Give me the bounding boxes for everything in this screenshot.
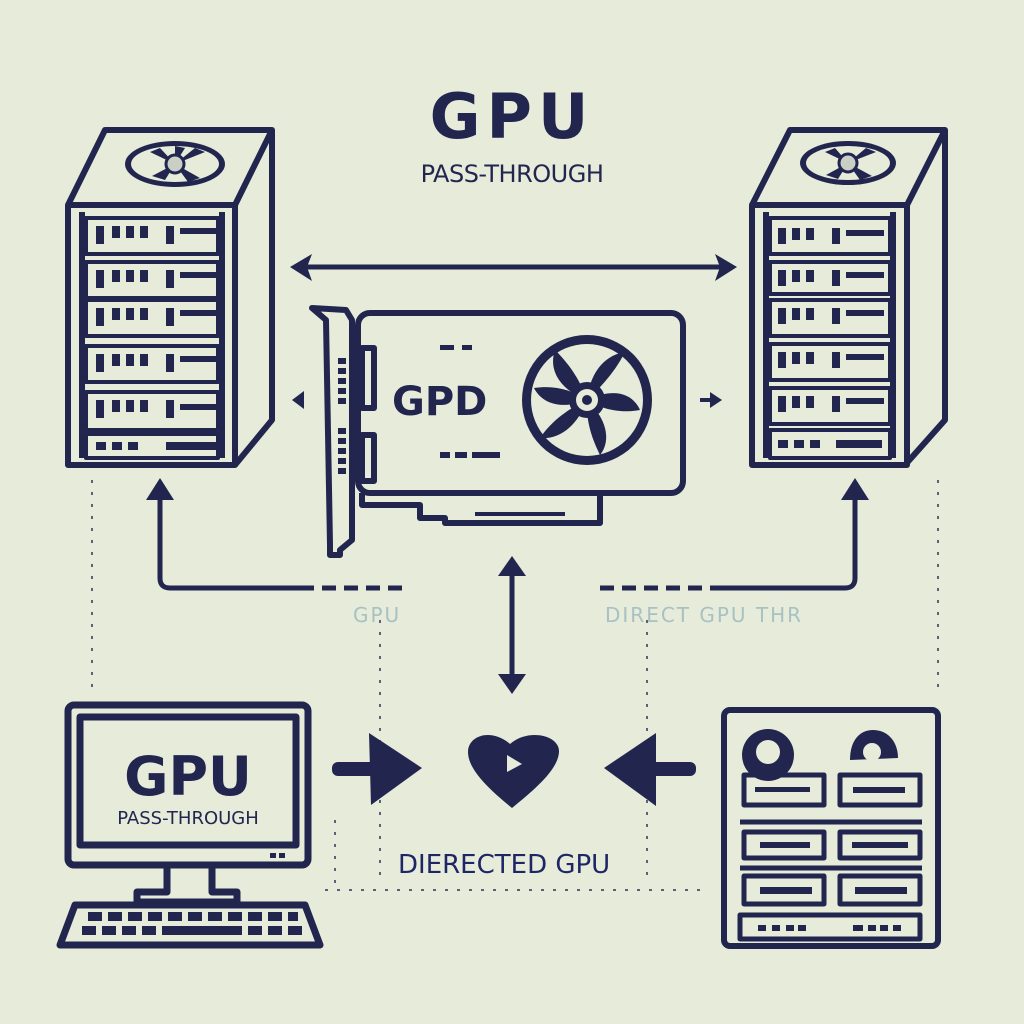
faint-label-gpu: GPU — [353, 603, 402, 627]
monitor-subtitle: PASS-THROUGH — [117, 808, 259, 829]
diagram-subtitle: PASS-THROUGH — [420, 160, 604, 188]
graphics-card-icon — [309, 305, 686, 558]
dotted-guides — [91, 480, 939, 891]
monitor-title: GPU — [124, 745, 252, 808]
gpu-rack-icon — [721, 707, 941, 949]
left-server-tower-icon — [65, 127, 275, 468]
left-pointing-arrow-icon — [604, 733, 696, 806]
right-return-arrow — [600, 478, 869, 591]
right-pointing-arrow-icon — [332, 733, 422, 805]
right-small-arrow-icon — [700, 392, 722, 408]
left-small-arrow-icon — [292, 391, 304, 409]
keyboard-keys — [82, 912, 302, 935]
left-return-arrow — [146, 478, 410, 591]
vertical-bidirectional-arrow — [498, 556, 526, 694]
top-bidirectional-arrow — [290, 254, 737, 281]
heart-play-icon — [468, 735, 560, 808]
diagram-title: GPU — [429, 80, 595, 153]
right-server-tower-icon — [749, 127, 948, 468]
faint-label-direct: DIRECT GPU THR — [605, 603, 804, 627]
directed-gpu-label: DIERECTED GPU — [398, 850, 611, 880]
desktop-computer-icon — [56, 701, 324, 949]
gpu-card-label: GPD — [392, 379, 487, 425]
